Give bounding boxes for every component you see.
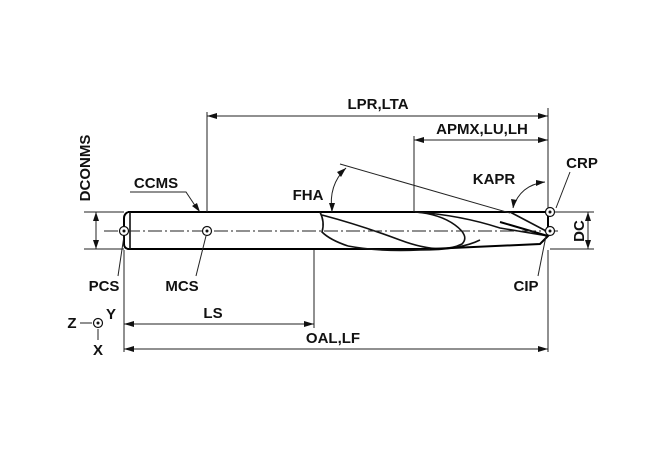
cip-point [544, 225, 556, 237]
label-kapr: KAPR [473, 171, 516, 188]
label-axis-y: Y [106, 306, 116, 323]
label-ccms: CCMS [134, 175, 178, 192]
cip-leader [537, 235, 547, 277]
arrow-dc-bottom [585, 240, 591, 249]
arrow-ccms [192, 203, 200, 212]
mcs-leader [195, 235, 207, 277]
label-axis-x: X [93, 342, 103, 359]
mcs-point [201, 225, 213, 237]
crp-leader [555, 171, 571, 209]
drill-shank-outline [123, 211, 415, 250]
arrow-fha-top [337, 168, 346, 177]
label-crp: CRP [566, 155, 598, 172]
label-pcs: PCS [89, 278, 120, 295]
cutting-tip-wedge [429, 221, 550, 250]
arrow-kapr-top [536, 180, 545, 186]
label-fha: FHA [293, 187, 324, 204]
arrow-dc-top [585, 212, 591, 221]
label-axis-z: Z [67, 315, 76, 332]
label-dc: DC [571, 220, 588, 242]
flute-transition [319, 211, 349, 247]
ccms-leader [130, 191, 199, 211]
fha-reference-line [339, 163, 511, 214]
arrow-kapr-bottom [511, 199, 517, 208]
pcs-leader [117, 235, 125, 277]
label-oal-lf: OAL,LF [306, 330, 360, 347]
label-ls: LS [203, 305, 222, 322]
label-lpr-lta: LPR,LTA [347, 96, 408, 113]
pcs-point [118, 225, 130, 237]
arrow-ls-left [124, 321, 134, 327]
label-apmx: APMX,LU,LH [436, 121, 528, 138]
arrow-apmx-right [538, 137, 548, 143]
axis-origin-point [92, 317, 104, 329]
arrow-lpr-right [538, 113, 548, 119]
arrow-lpr-left [207, 113, 217, 119]
arrow-dconms-top [93, 212, 99, 221]
label-dconms: DCONMS [77, 135, 94, 202]
arrow-oal-left [124, 346, 134, 352]
kapr-angle-arc [512, 181, 546, 209]
label-mcs: MCS [165, 278, 198, 295]
label-cip: CIP [513, 278, 538, 295]
cutting-tip-edge [509, 211, 549, 233]
helical-flute-edge [414, 211, 549, 237]
arrow-apmx-left [414, 137, 424, 143]
arrow-ls-right [304, 321, 314, 327]
helical-flute-curve-1 [321, 211, 466, 250]
arrow-dconms-bottom [93, 240, 99, 249]
arrow-oal-right [538, 346, 548, 352]
helical-flute-curve-2 [347, 239, 481, 252]
arrow-fha-bottom [329, 203, 335, 212]
crp-point [544, 206, 556, 218]
